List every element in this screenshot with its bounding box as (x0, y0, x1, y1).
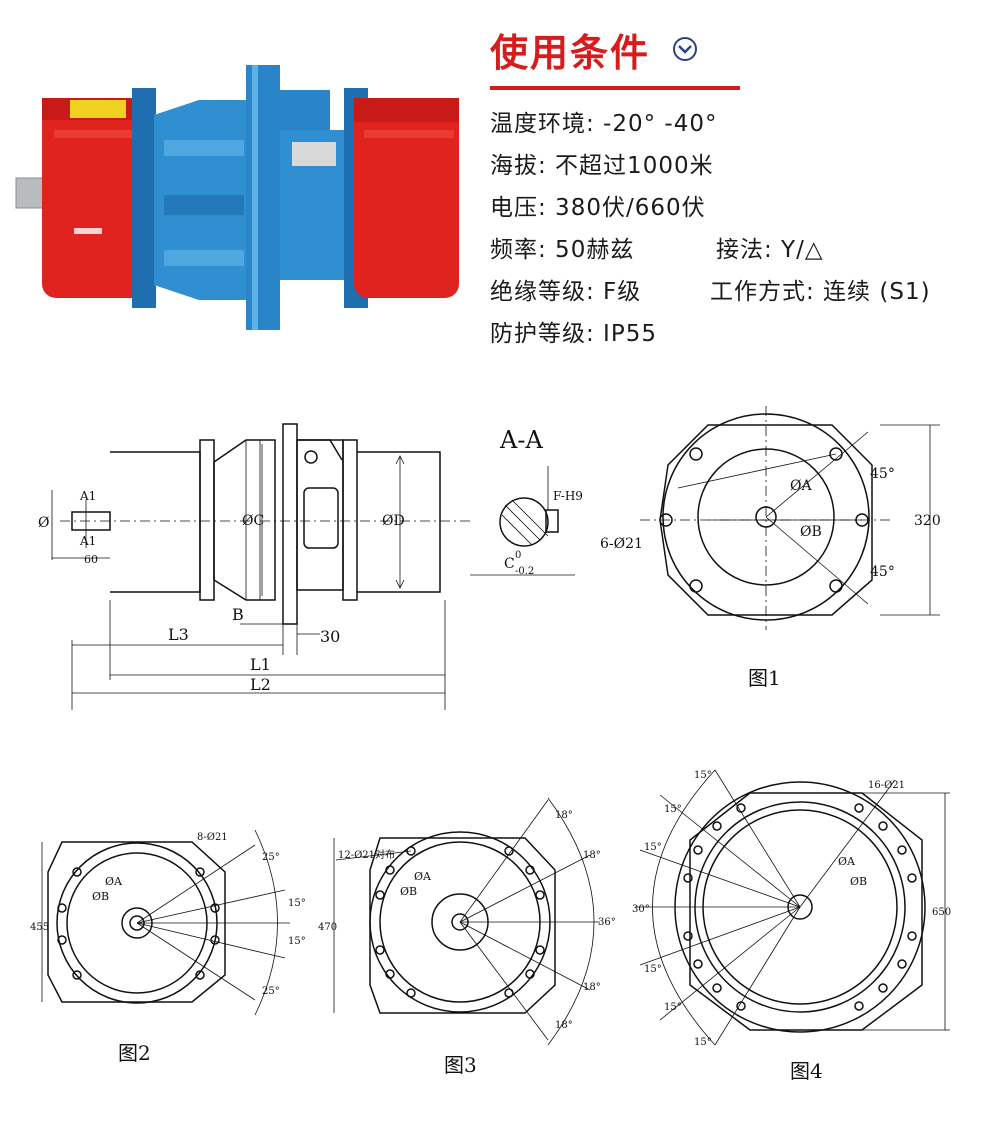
section-label: A-A (499, 426, 543, 454)
dim-l3-label: L3 (168, 625, 189, 644)
fig2-height-label: 455 (30, 922, 49, 933)
spec-insulation: 绝缘等级: F级 (490, 279, 642, 305)
fig2-holes-label: 8-Ø21 (197, 832, 228, 843)
fig4-phib-label: ØB (850, 875, 867, 888)
tol-c-label: C (504, 556, 515, 572)
fig1-holes-label: 6-Ø21 (600, 536, 643, 552)
title-underline (490, 86, 740, 90)
chevron-down-icon (673, 37, 697, 61)
spec-temperature: 温度环境: -20° -40° (490, 111, 718, 137)
dim-60-label: 60 (84, 553, 98, 566)
fig3-angle-3: 36° (598, 917, 616, 928)
fig4-drawing (635, 769, 950, 1046)
page-title: 使用条件 (490, 31, 651, 75)
phic-label: ØC (242, 513, 264, 529)
fig3-angle-5: 18° (555, 1020, 573, 1031)
a1-bottom-label: A1 (79, 534, 96, 548)
fig3-caption: 图3 (444, 1053, 477, 1077)
spec-protection: 防护等级: IP55 (490, 321, 657, 347)
phid-label: ØD (382, 513, 405, 529)
fig4-holes-label: 16-Ø21 (868, 780, 905, 791)
fig1-height-label: 320 (914, 513, 941, 529)
fig4-height-label: 650 (932, 907, 951, 918)
spec-altitude: 海拔: 不超过1000米 (490, 153, 714, 179)
shaft-phi-label: Ø (38, 515, 49, 531)
fig2-caption: 图2 (118, 1041, 151, 1065)
side-view (51, 423, 470, 710)
dim-30-label: 30 (320, 627, 340, 646)
tol-sub-label: -0.2 (515, 566, 534, 577)
fig1-angle-top: 45° (870, 466, 895, 482)
fig3-height-label: 470 (318, 922, 337, 933)
fig3-angle-2: 18° (583, 850, 601, 861)
motor-photo (15, 65, 459, 330)
fig4-caption: 图4 (790, 1059, 823, 1083)
fig2-angle-2: 15° (288, 898, 306, 909)
fig1-drawing (640, 406, 940, 630)
fig4-phia-label: ØA (838, 855, 856, 868)
fig2-phia-label: ØA (105, 875, 123, 888)
fig3-phia-label: ØA (414, 870, 432, 883)
dim-l1-label: L1 (250, 655, 271, 674)
fig2-angle-1: 25° (262, 852, 280, 863)
fig4-angle-6: 15° (664, 1002, 682, 1013)
fig3-phib-label: ØB (400, 885, 417, 898)
fig3-drawing (333, 797, 600, 1046)
fig4-angle-3: 15° (644, 842, 662, 853)
fig3-angle-4: 18° (583, 982, 601, 993)
spec-duty: 工作方式: 连续 (S1) (710, 279, 931, 305)
key-fit-label: F-H9 (553, 489, 583, 503)
tol-sup-label: 0 (515, 550, 521, 561)
fig2-angle-4: 25° (262, 986, 280, 997)
technical-drawings: A-A A1 A1 60 Ø ØC ØD B 30 L3 L1 L2 F-H9 … (30, 406, 951, 1083)
fig1-caption: 图1 (748, 666, 781, 690)
section-a-a (470, 466, 575, 576)
fig4-angle-1: 15° (694, 770, 712, 781)
spec-connection: 接法: Y/△ (716, 237, 824, 263)
fig4-angle-2: 15° (664, 804, 682, 815)
fig2-angle-3: 15° (288, 936, 306, 947)
fig2-drawing (41, 829, 290, 1016)
fig3-angle-1: 18° (555, 810, 573, 821)
spec-voltage: 电压: 380伏/660伏 (490, 195, 706, 221)
dim-l2-label: L2 (250, 675, 271, 694)
dim-b-label: B (232, 605, 244, 624)
fig4-angle-7: 15° (694, 1037, 712, 1048)
spec-frequency: 频率: 50赫兹 (490, 237, 635, 263)
fig4-angle-4: 30° (632, 904, 650, 915)
a1-top-label: A1 (79, 489, 96, 503)
fig3-holes-label: 12-Ø21对布 (338, 848, 395, 861)
fig1-angle-bottom: 45° (870, 564, 895, 580)
fig1-phia-label: ØA (790, 478, 812, 494)
fig2-phib-label: ØB (92, 890, 109, 903)
fig1-phib-label: ØB (800, 524, 822, 540)
fig4-angle-5: 15° (644, 964, 662, 975)
